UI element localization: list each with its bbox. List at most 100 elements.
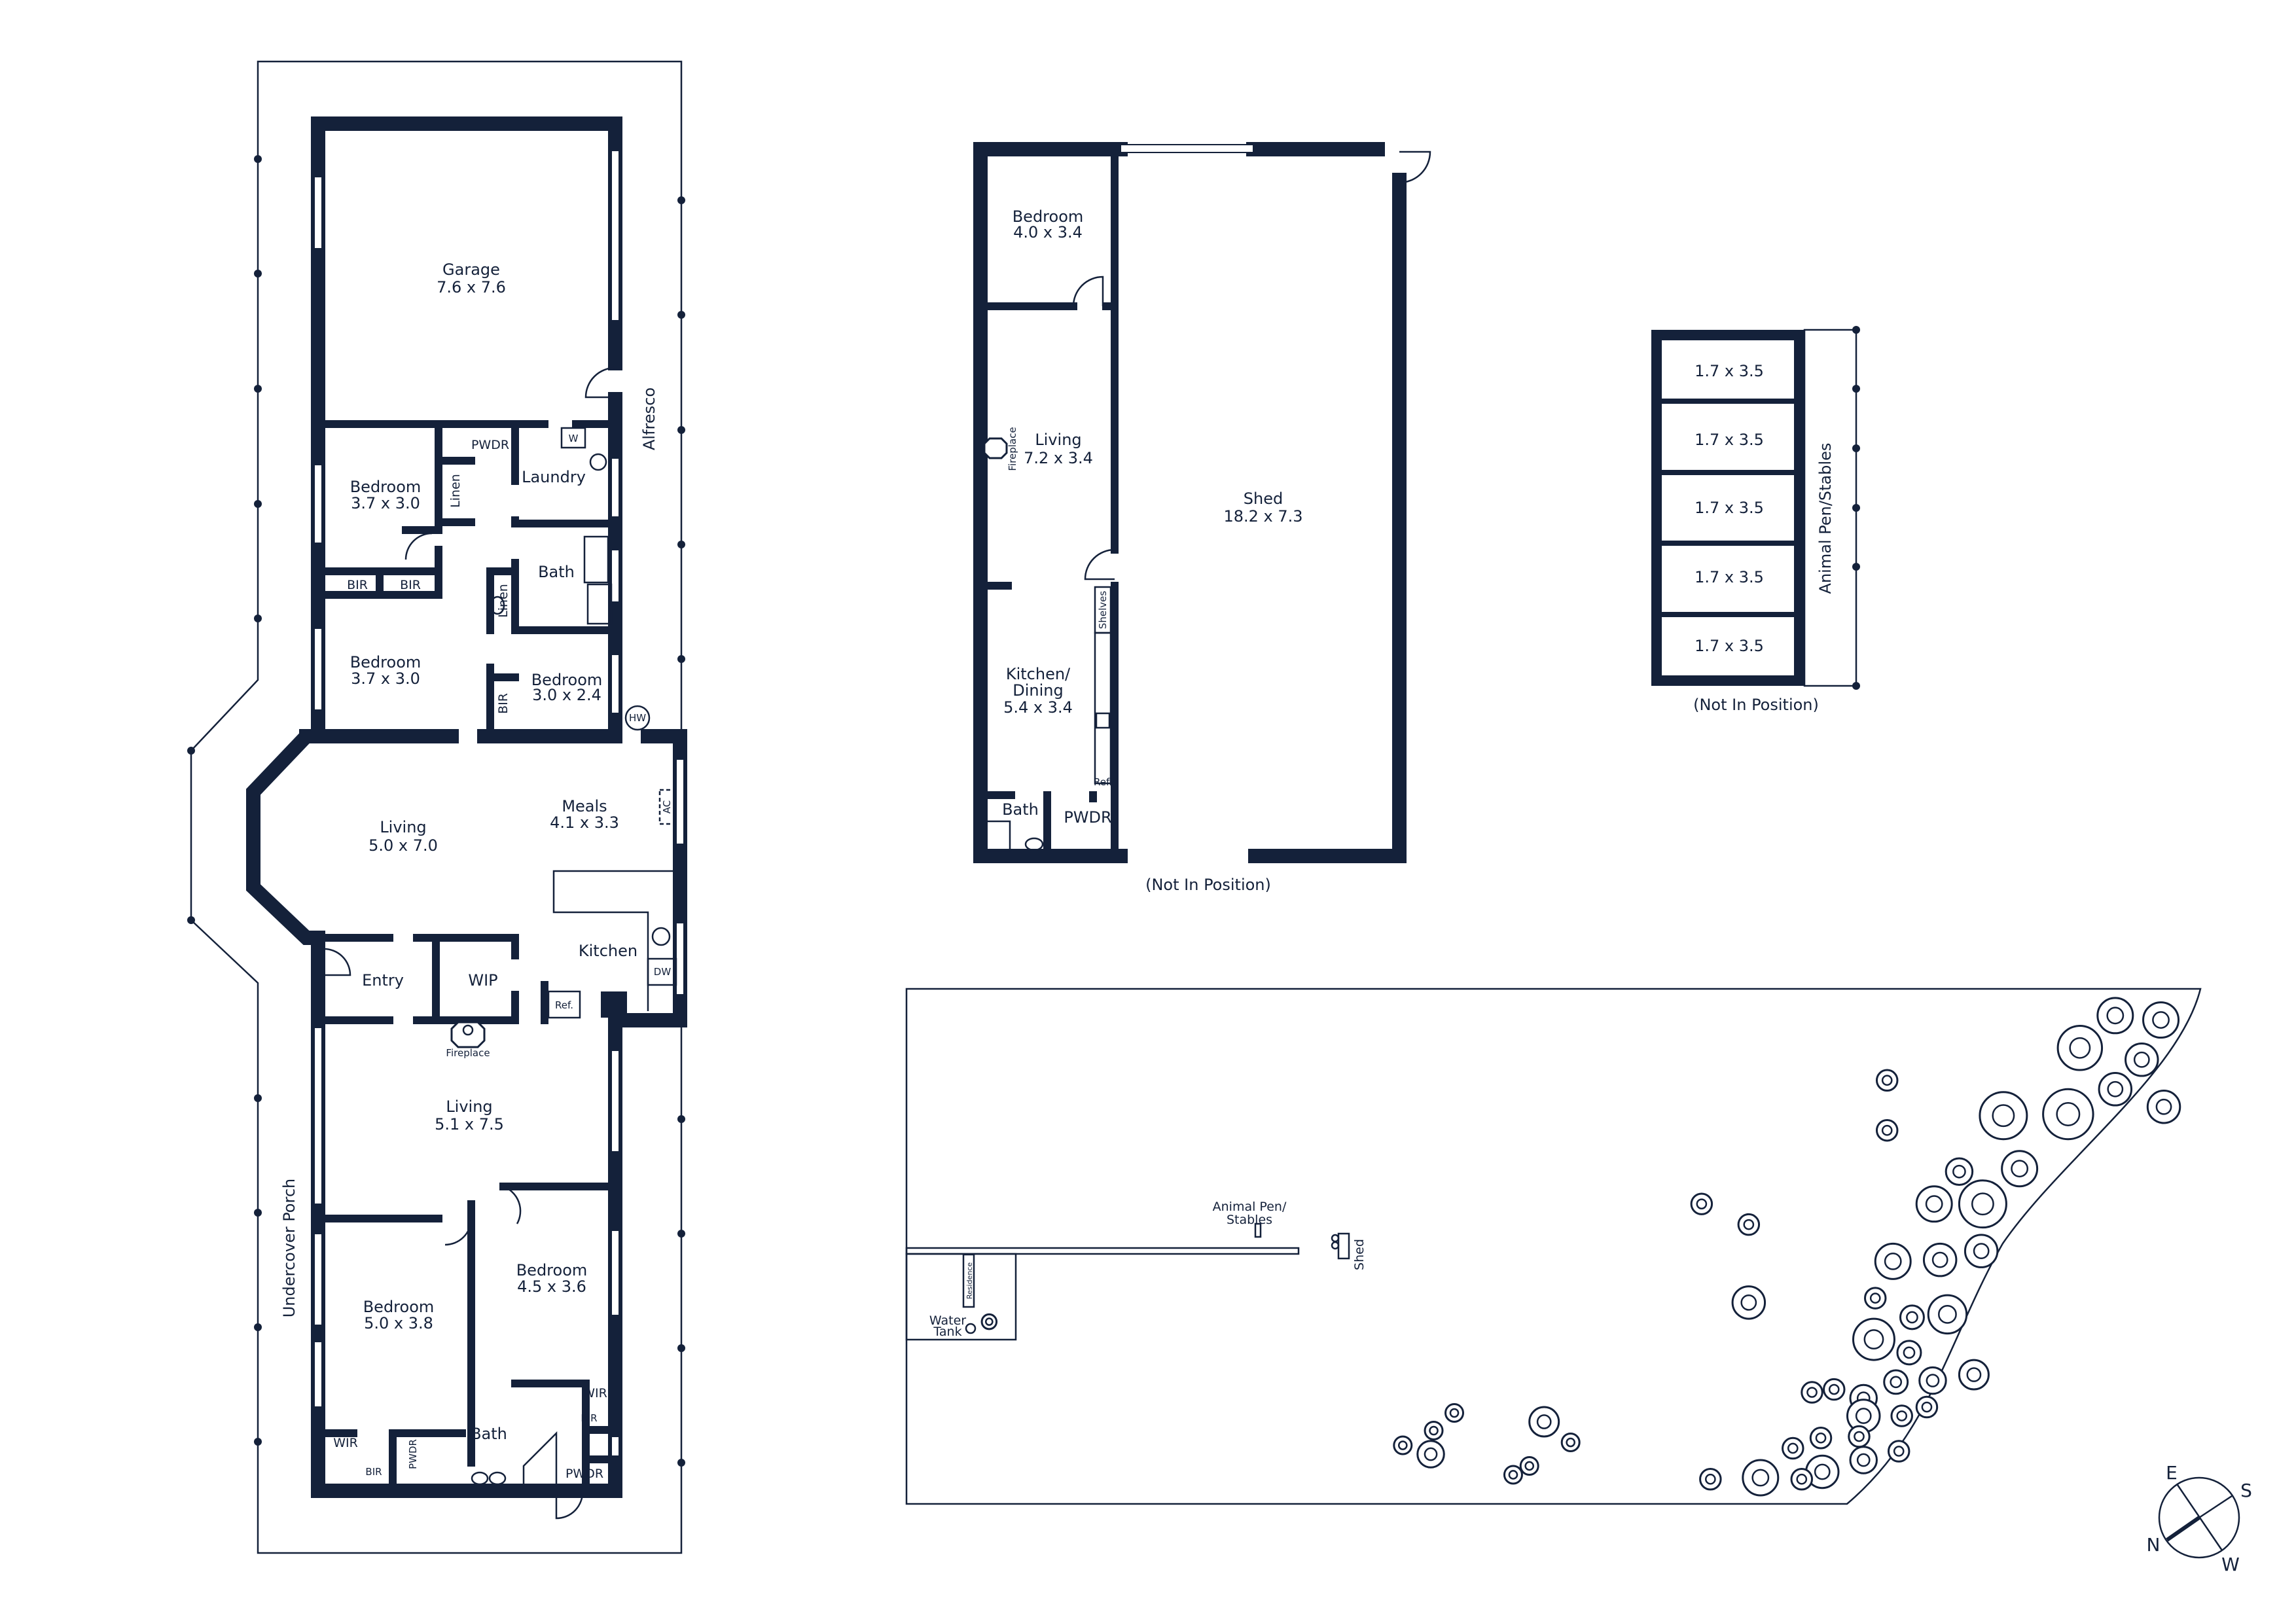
room-label-bedroom: Bedroom xyxy=(350,653,422,671)
shed-marker xyxy=(1337,1232,1350,1260)
label-shed: Shed xyxy=(1352,1239,1367,1270)
room-size-living: 7.2 x 3.4 xyxy=(1024,449,1093,467)
porch-post xyxy=(254,1438,262,1446)
fireplace-icon xyxy=(983,437,1008,459)
tree-icon-center xyxy=(1751,1469,1770,1487)
tree-icon-center xyxy=(1896,1410,1908,1421)
porch-post xyxy=(254,500,262,508)
door-arc xyxy=(555,1490,584,1520)
tree-icon-center xyxy=(1828,1383,1840,1395)
laundry-tub-icon xyxy=(589,453,607,471)
stables-building: 1.7 x 3.5 1.7 x 3.5 1.7 x 3.5 1.7 x 3.5 … xyxy=(1651,326,1860,714)
room-label-wir: WIR xyxy=(583,1386,607,1400)
tree-icon xyxy=(2056,1025,2104,1071)
tank-icon xyxy=(1331,1241,1340,1250)
room-label-bedroom: Bedroom xyxy=(363,1298,435,1316)
room-label-pwdr: PWDR xyxy=(565,1467,603,1481)
window xyxy=(314,464,323,544)
tree-icon xyxy=(1922,1242,1958,1277)
tree-icon-center xyxy=(1881,1124,1893,1136)
tree-icon-center xyxy=(1881,1075,1893,1086)
room-label-dining: Dining xyxy=(1013,681,1063,700)
tree-icon xyxy=(1958,1179,2007,1229)
porch-post xyxy=(254,270,262,277)
tree-icon xyxy=(1560,1433,1581,1453)
label-fireplace: Fireplace xyxy=(446,1047,490,1059)
door-arc xyxy=(404,532,433,560)
tree-icon xyxy=(1699,1468,1722,1491)
room-label-living: Living xyxy=(380,818,426,836)
tree-icon xyxy=(1444,1403,1465,1423)
tree-icon-center xyxy=(1931,1251,1948,1268)
tree-icon xyxy=(1899,1304,1925,1330)
tree-icon-center xyxy=(1854,1431,1865,1442)
sink-icon xyxy=(1095,712,1111,729)
room-size-garage: 7.6 x 7.6 xyxy=(437,278,506,296)
porch-post xyxy=(254,155,262,163)
tree-icon xyxy=(2042,1088,2094,1141)
tree-icon xyxy=(1874,1242,1912,1280)
room-label-bedroom: Bedroom xyxy=(1013,207,1084,226)
tree-icon-center xyxy=(1397,1440,1408,1450)
label-undercover-porch: Undercover Porch xyxy=(280,1179,298,1318)
room-label-bir: BIR xyxy=(496,693,511,714)
tree-icon-center xyxy=(1566,1437,1576,1448)
tree-icon xyxy=(1945,1157,1974,1186)
tree-icon-center xyxy=(2069,1037,2091,1059)
tree-icon xyxy=(2096,997,2134,1035)
room-size-bedroom: 4.0 x 3.4 xyxy=(1013,223,1083,241)
tree-icon xyxy=(1918,1366,1947,1395)
basin-icon xyxy=(1024,837,1044,851)
trees xyxy=(980,997,2181,1497)
tree-icon xyxy=(1896,1340,1922,1366)
room-label-laundry: Laundry xyxy=(522,468,586,486)
room-label-linen: Linen xyxy=(496,584,511,618)
tree-icon-center xyxy=(1743,1219,1755,1230)
tree-icon-center xyxy=(1524,1461,1535,1471)
label-alfresco: Alfresco xyxy=(640,387,658,450)
interior-wall xyxy=(314,934,519,1024)
stables-wall xyxy=(1651,330,1804,686)
interior-wall xyxy=(511,420,619,634)
label-animal-pen-stables: Animal Pen/Stables xyxy=(1816,443,1835,594)
room-size-living: 5.1 x 7.5 xyxy=(435,1115,504,1133)
room-label-garage: Garage xyxy=(442,260,500,279)
tree-icon-center xyxy=(1806,1387,1818,1398)
driveway xyxy=(905,1247,1300,1255)
tree-icon xyxy=(1848,1425,1871,1448)
tree-icon xyxy=(1424,1421,1444,1441)
compass-w: W xyxy=(2221,1554,2240,1575)
exterior-wall xyxy=(973,142,1407,863)
label-water: Water xyxy=(929,1313,966,1328)
label-animal-pen: Animal Pen/ xyxy=(1213,1200,1287,1214)
room-label-bir: BIR xyxy=(400,578,421,592)
room-label-living: Living xyxy=(446,1097,492,1116)
stable-post xyxy=(1852,444,1860,452)
tree-icon-center xyxy=(2133,1051,2150,1068)
tree-icon xyxy=(1782,1436,1804,1460)
compass-e: E xyxy=(2166,1462,2178,1484)
tree-icon-center xyxy=(1992,1104,2015,1128)
tree-icon xyxy=(1790,1468,1814,1491)
room-label-kitchen: Kitchen xyxy=(579,942,637,960)
tree-icon xyxy=(1958,1359,1990,1391)
room-label-linen: Linen xyxy=(448,474,463,508)
tree-icon xyxy=(1809,1427,1833,1450)
tree-icon-center xyxy=(2155,1098,2172,1115)
porch-post xyxy=(677,426,685,434)
room-label-bir: BIR xyxy=(581,1412,597,1424)
tree-icon-center xyxy=(1903,1346,1916,1359)
label-fridge: Ref. xyxy=(1094,776,1112,788)
interior-wall xyxy=(314,526,442,599)
kitchen-bench xyxy=(552,870,676,1011)
tree-icon xyxy=(1742,1459,1780,1497)
tree-icon-center xyxy=(1796,1473,1808,1485)
window xyxy=(314,1027,323,1205)
porch-post xyxy=(254,1323,262,1331)
window xyxy=(314,628,323,711)
room-label-bedroom: Bedroom xyxy=(350,478,422,496)
tree-icon xyxy=(2125,1043,2159,1077)
ac-unit xyxy=(658,789,675,825)
room-label-pwdr: PWDR xyxy=(471,438,509,452)
room-label-pwdr: PWDR xyxy=(1064,808,1111,827)
